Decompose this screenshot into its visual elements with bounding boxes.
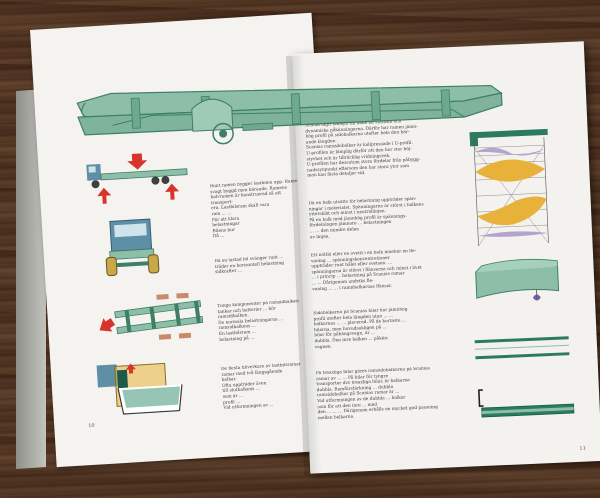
right-page: Scania tagit hänsyn till både de statisk… <box>292 41 600 474</box>
frame-torsion-diagram <box>99 292 204 340</box>
right-paragraph-2: Då en balk utsätts för belastning uppträ… <box>308 196 424 240</box>
fuel-tank-diagram <box>96 362 183 415</box>
u-profile-beam <box>475 258 560 301</box>
stress-distribution-diagram <box>469 128 549 247</box>
reinforced-beam <box>478 389 575 418</box>
double-side-beams <box>474 336 570 360</box>
truck-front-view <box>105 218 160 277</box>
right-paragraph-4: Sidobalkarna på Scanias bilar har jämnhö… <box>313 307 408 350</box>
right-paragraph-5: På treaxliga bilar göres ramsidobalkarna… <box>315 366 438 421</box>
left-page-number: 10 <box>88 422 95 430</box>
truck-load-diagram <box>86 153 188 204</box>
right-paragraph-3: Ett nötfäl eller en ovetit i en balk inn… <box>310 248 422 292</box>
truck-chassis-frame-illustration <box>76 84 503 145</box>
left-page: Runt ramen bygger lastbilen upp. Ramen ä… <box>30 12 339 468</box>
right-page-number: 11 <box>579 445 586 452</box>
